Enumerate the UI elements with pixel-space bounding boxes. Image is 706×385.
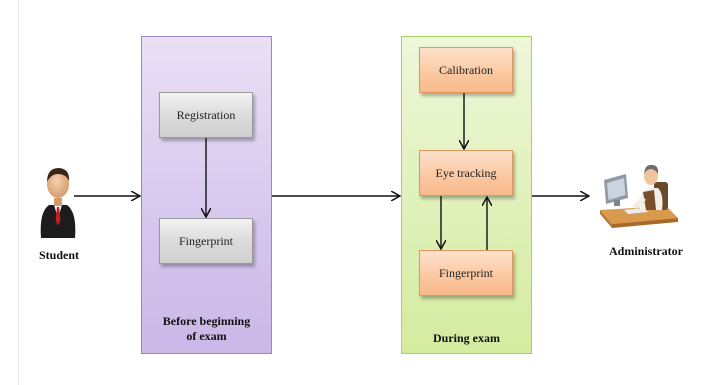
left-divider bbox=[18, 0, 19, 385]
administrator-label: Administrator bbox=[609, 244, 683, 258]
student-person-icon bbox=[40, 168, 76, 238]
before-exam-label-line2: of exam bbox=[186, 329, 227, 343]
student-label: Student bbox=[38, 248, 79, 262]
eye-tracking-step: Eye tracking bbox=[419, 150, 513, 196]
fingerprint-step-during: Fingerprint bbox=[419, 250, 513, 296]
administrator-at-computer-icon bbox=[600, 164, 678, 228]
registration-step: Registration bbox=[159, 92, 253, 138]
before-exam-label: Before beginning of exam bbox=[142, 314, 271, 344]
calibration-step: Calibration bbox=[419, 47, 513, 93]
fingerprint-step-before: Fingerprint bbox=[159, 218, 253, 264]
before-exam-label-line1: Before beginning bbox=[162, 314, 251, 328]
during-exam-label: During exam bbox=[433, 331, 500, 345]
